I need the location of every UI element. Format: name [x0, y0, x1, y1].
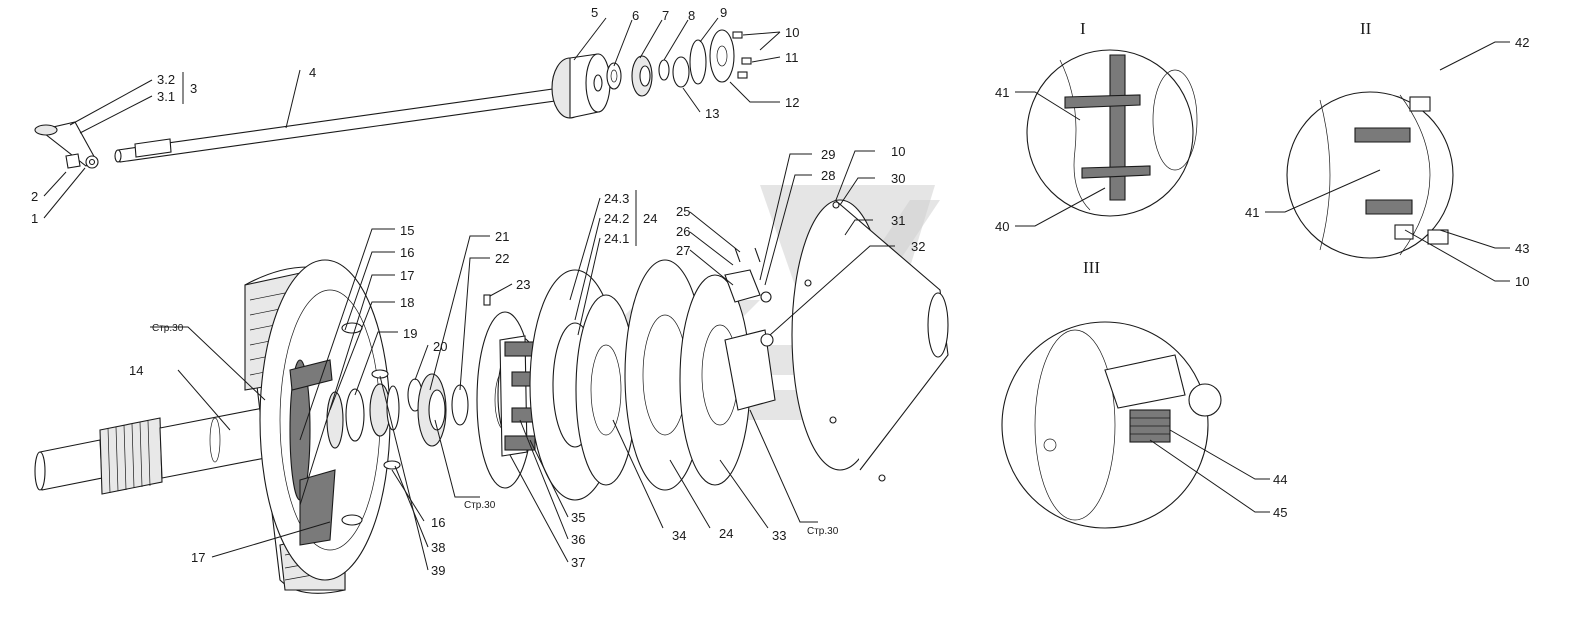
ref-str30-right: Стр.30 [807, 526, 839, 537]
callout-7: 7 [662, 8, 669, 23]
callout-3-2: 3.2 [157, 72, 175, 87]
callout-labels: 1 2 3.2 3.1 3 4 5 6 7 8 9 10 11 12 13 14… [31, 5, 1529, 578]
callout-40: 40 [995, 219, 1009, 234]
callout-42: 42 [1515, 35, 1529, 50]
bracket-32 [724, 247, 776, 411]
callout-25: 25 [676, 204, 690, 219]
detail-circle-2 [1286, 91, 1454, 259]
ref-str30-left: Стр.30 [152, 323, 184, 334]
detail-circle-3 [1001, 321, 1222, 529]
callout-30: 30 [891, 171, 905, 186]
callout-20: 20 [433, 339, 447, 354]
callout-22: 22 [495, 251, 509, 266]
callout-24-2: 24.2 [604, 211, 629, 226]
callout-13: 13 [705, 106, 719, 121]
view-label-2: II [1360, 19, 1372, 38]
callout-34: 34 [672, 528, 686, 543]
callout-37: 37 [571, 555, 585, 570]
detail-circle-1 [1026, 49, 1198, 217]
bearings [326, 373, 469, 449]
callout-21: 21 [495, 229, 509, 244]
callout-24-3: 24.3 [604, 191, 629, 206]
callout-18: 18 [400, 295, 414, 310]
callout-1: 1 [31, 211, 38, 226]
callout-9: 9 [720, 5, 727, 20]
callout-29: 29 [821, 147, 835, 162]
callout-45: 45 [1273, 505, 1287, 520]
callout-24-1: 24.1 [604, 231, 629, 246]
callout-23: 23 [516, 277, 530, 292]
cover-31 [791, 199, 949, 482]
callout-44: 44 [1273, 472, 1287, 487]
callout-41-detail1: 41 [995, 85, 1009, 100]
callout-38: 38 [431, 540, 445, 555]
callout-10-top: 10 [785, 25, 799, 40]
clutch-disc-24 [529, 259, 751, 501]
callout-27: 27 [676, 243, 690, 258]
callout-36: 36 [571, 532, 585, 547]
callout-17-top: 17 [400, 268, 414, 283]
callout-24-group: 24 [643, 211, 657, 226]
callout-5: 5 [591, 5, 598, 20]
callout-33: 33 [772, 528, 786, 543]
callout-26: 26 [676, 224, 690, 239]
callout-3: 3 [190, 81, 197, 96]
callout-4: 4 [309, 65, 316, 80]
callout-24-bottom: 24 [719, 526, 733, 541]
callout-14: 14 [129, 363, 143, 378]
callout-17-bottom: 17 [191, 550, 205, 565]
callout-16-top: 16 [400, 245, 414, 260]
callout-6: 6 [632, 8, 639, 23]
callout-3-1: 3.1 [157, 89, 175, 104]
callout-31: 31 [891, 213, 905, 228]
callout-8: 8 [688, 8, 695, 23]
callout-15: 15 [400, 223, 414, 238]
callout-39: 39 [431, 563, 445, 578]
view-label-1: I [1080, 19, 1086, 38]
ref-str30-middle: Стр.30 [464, 500, 496, 511]
callout-19: 19 [403, 326, 417, 341]
callout-10-detail2: 10 [1515, 274, 1529, 289]
upper-shaft-assembly [34, 29, 752, 169]
callout-12: 12 [785, 95, 799, 110]
callout-leaders [43, 17, 1510, 571]
callout-2: 2 [31, 189, 38, 204]
callout-28: 28 [821, 168, 835, 183]
callout-43: 43 [1515, 241, 1529, 256]
view-label-3: III [1083, 258, 1100, 277]
callout-16-bottom: 16 [431, 515, 445, 530]
callout-10-mid: 10 [891, 144, 905, 159]
callout-11: 11 [785, 50, 799, 65]
callout-32: 32 [911, 239, 925, 254]
callout-35: 35 [571, 510, 585, 525]
callout-41-detail2: 41 [1245, 205, 1259, 220]
